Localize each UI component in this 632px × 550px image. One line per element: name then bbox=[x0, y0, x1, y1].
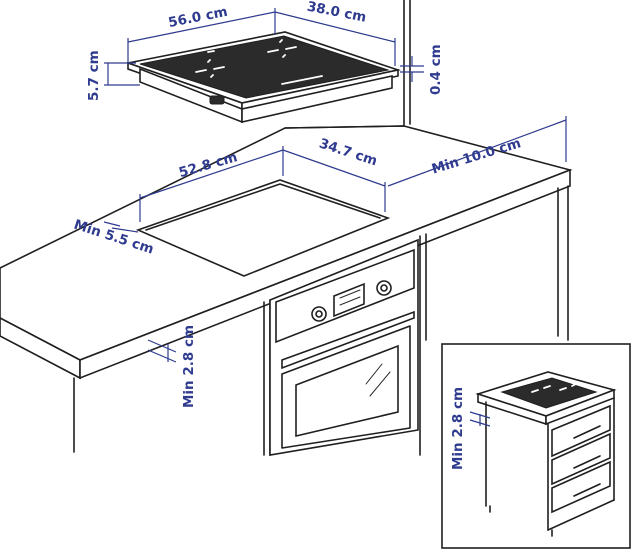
oven bbox=[269, 238, 419, 456]
inset-below-worktop-label: Min 2.8 cm bbox=[450, 387, 466, 470]
below-worktop-dimension: Min 2.8 cm bbox=[147, 325, 197, 408]
hob-height-dimension: 5.7 cm bbox=[86, 50, 140, 101]
glass-thickness-dimension: 0.4 cm bbox=[400, 44, 444, 95]
glass-thickness-label: 0.4 cm bbox=[428, 44, 444, 95]
back-wall bbox=[403, 0, 411, 127]
cooking-zone-marks bbox=[195, 39, 323, 85]
hob-width-label: 56.0 cm bbox=[167, 4, 229, 31]
cooktop-hob bbox=[124, 31, 402, 124]
hob-height-label: 5.7 cm bbox=[86, 50, 102, 101]
below-worktop-label: Min 2.8 cm bbox=[181, 325, 197, 408]
inset-detail: Min 2.8 cm bbox=[441, 343, 631, 549]
hob-cutout bbox=[135, 179, 391, 277]
